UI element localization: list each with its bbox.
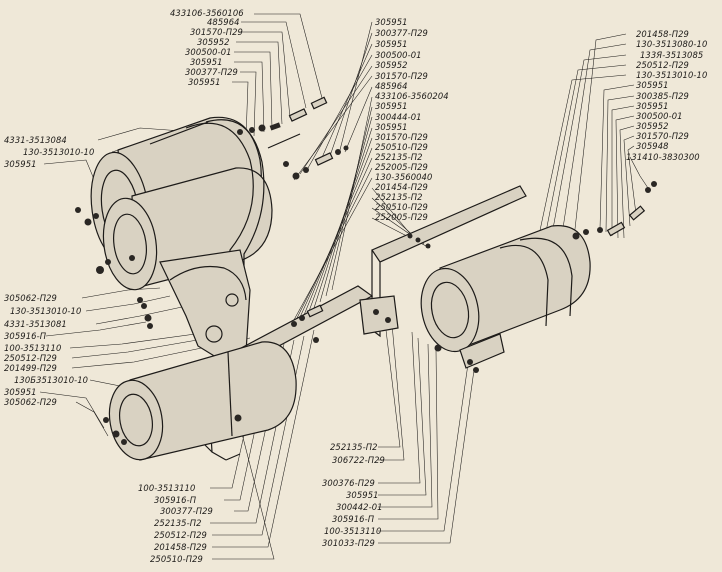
label-301570-b: 301570-П29 — [375, 71, 428, 81]
label-300442: 300442-01 — [336, 502, 383, 512]
label-252135-c: 252135-П2 — [154, 518, 202, 528]
label-433106-3560106: 433106-3560106 — [170, 8, 244, 18]
upper-left-air-tank-assembly — [75, 116, 273, 363]
label-305062-b: 305062-П29 — [4, 397, 57, 407]
label-305916-b: 305916-П — [154, 495, 197, 505]
center-fasteners — [141, 96, 349, 343]
label-300377-a: 300377-П29 — [185, 67, 238, 77]
label-250510-c: 250510-П29 — [150, 554, 203, 564]
lower-left-air-tank-assembly — [103, 285, 374, 461]
label-4331-3513084: 4331-3513084 — [4, 135, 67, 145]
label-301570-d: 301570-П29 — [636, 131, 689, 141]
label-130-3560040: 130-3560040 — [375, 172, 432, 182]
label-305951-i: 305951 — [636, 80, 669, 90]
label-433106-3560204: 433106-3560204 — [375, 91, 449, 101]
label-305951-e: 305951 — [375, 101, 408, 111]
label-305951-a: 305951 — [190, 57, 223, 67]
label-305952-b: 305952 — [375, 60, 408, 70]
label-252005-a: 252005-П29 — [375, 162, 428, 172]
label-252005-b: 252005-П29 — [375, 212, 428, 222]
label-133-3513085: 133Я-3513085 — [640, 50, 703, 60]
label-130-3513010-c: 130-3513010-10 — [636, 70, 707, 80]
label-250510-a: 250510-П29 — [375, 142, 428, 152]
label-305948: 305948 — [636, 141, 669, 151]
center-mounting-bracket — [359, 185, 527, 338]
label-250512-b: 250512-П29 — [154, 530, 207, 540]
label-201458-b: 201458-П29 — [636, 29, 689, 39]
label-250512-c: 250512-П29 — [636, 60, 689, 70]
label-250510-b: 250510-П29 — [375, 202, 428, 212]
label-305951-f: 305951 — [375, 122, 408, 132]
label-201454: 201454-П29 — [375, 182, 428, 192]
label-305951-c: 305951 — [375, 17, 408, 27]
label-130-3513010-b: 130-3513010-10 — [10, 306, 81, 316]
label-250512-a: 250512-П29 — [4, 353, 57, 363]
label-305951-h: 305951 — [4, 387, 37, 397]
label-300385: 300385-П29 — [636, 91, 689, 101]
part-number-labels: 433106-3560106 485964 301570-П29 305952 … — [4, 8, 707, 564]
label-305062-a: 305062-П29 — [4, 293, 57, 303]
label-305952-c: 305952 — [636, 121, 669, 131]
label-305952-a: 305952 — [197, 37, 230, 47]
label-130-3513080: 130-3513080-10 — [636, 39, 707, 49]
label-485964-a: 485964 — [207, 17, 240, 27]
label-305951-j: 305951 — [636, 101, 669, 111]
label-306722: 306722-П29 — [332, 455, 385, 465]
label-100-3513110-b: 100-3513110 — [138, 483, 195, 493]
label-305916-c: 305916-П — [332, 514, 375, 524]
label-305951-d: 305951 — [375, 39, 408, 49]
label-300444: 300444-01 — [375, 112, 422, 122]
label-301570-a: 301570-П29 — [190, 27, 243, 37]
label-252135-b: 252135-П2 — [375, 192, 423, 202]
label-252135-a: 252135-П2 — [375, 152, 423, 162]
label-100-3513110-a: 100-3513110 — [4, 343, 61, 353]
label-300377-b: 300377-П29 — [375, 28, 428, 38]
label-131410-3830300: 131410-3830300 — [626, 152, 700, 162]
label-301033: 301033-П29 — [322, 538, 375, 548]
label-130-3513010-a: 130-3513010-10 — [23, 147, 94, 157]
label-4331-3513081: 4331-3513081 — [4, 319, 67, 329]
label-485964-b: 485964 — [375, 81, 408, 91]
label-305951-g: 305951 — [4, 159, 37, 169]
label-305916-a: 305916-П — [4, 331, 47, 341]
label-201499: 201499-П29 — [4, 363, 57, 373]
label-305951-b: 305951 — [188, 77, 221, 87]
label-130b3513010: 130Б3513010-10 — [14, 375, 88, 385]
label-300376: 300376-П29 — [322, 478, 375, 488]
label-300377-c: 300377-П29 — [160, 506, 213, 516]
label-100-3513110-c: 100-3513110 — [324, 526, 381, 536]
label-300500-a: 300500-01 — [185, 47, 232, 57]
label-305951-k: 305951 — [346, 490, 379, 500]
label-301570-c: 301570-П29 — [375, 132, 428, 142]
label-300500-b: 300500-01 — [375, 50, 422, 60]
label-252135-d: 252135-П2 — [330, 442, 378, 452]
label-201458-a: 201458-П29 — [154, 542, 207, 552]
right-air-tank-assembly — [420, 181, 657, 373]
label-300500-c: 300500-01 — [636, 111, 683, 121]
